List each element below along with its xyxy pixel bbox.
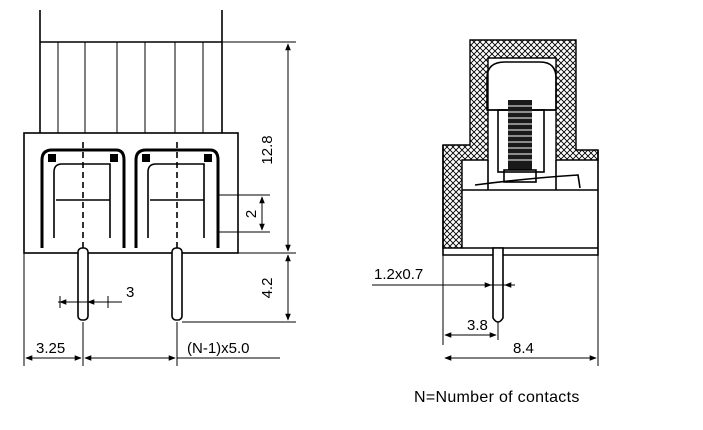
dim-side-width: 8.4 [513,340,534,357]
front-pin-left [77,247,89,321]
front-dimensions: 12.8 4.2 2 3 3.25 (N-1)x5.0 [23,41,296,366]
dim-height-total: 12.8 [259,135,276,164]
dim-pitch: (N-1)x5.0 [187,340,250,357]
side-dimensions: 1.2x0.7 3.8 8.4 [372,255,599,366]
side-view [442,39,599,323]
dim-pin-spacing: 3 [126,284,134,301]
screw-head [486,61,557,111]
front-slot-left [40,148,126,248]
dim-edge-offset: 3.25 [36,340,65,357]
dim-pin-length: 4.2 [259,278,276,299]
front-view [23,10,239,321]
dim-side-offset: 3.8 [467,317,488,334]
front-housing [23,132,239,254]
dim-slot-height: 2 [243,210,260,218]
front-slot-right [134,148,220,248]
top-fins [39,10,223,133]
caption: N=Number of contacts [414,389,580,406]
front-pin-right [171,247,183,321]
dim-pin-section: 1.2x0.7 [374,266,423,283]
